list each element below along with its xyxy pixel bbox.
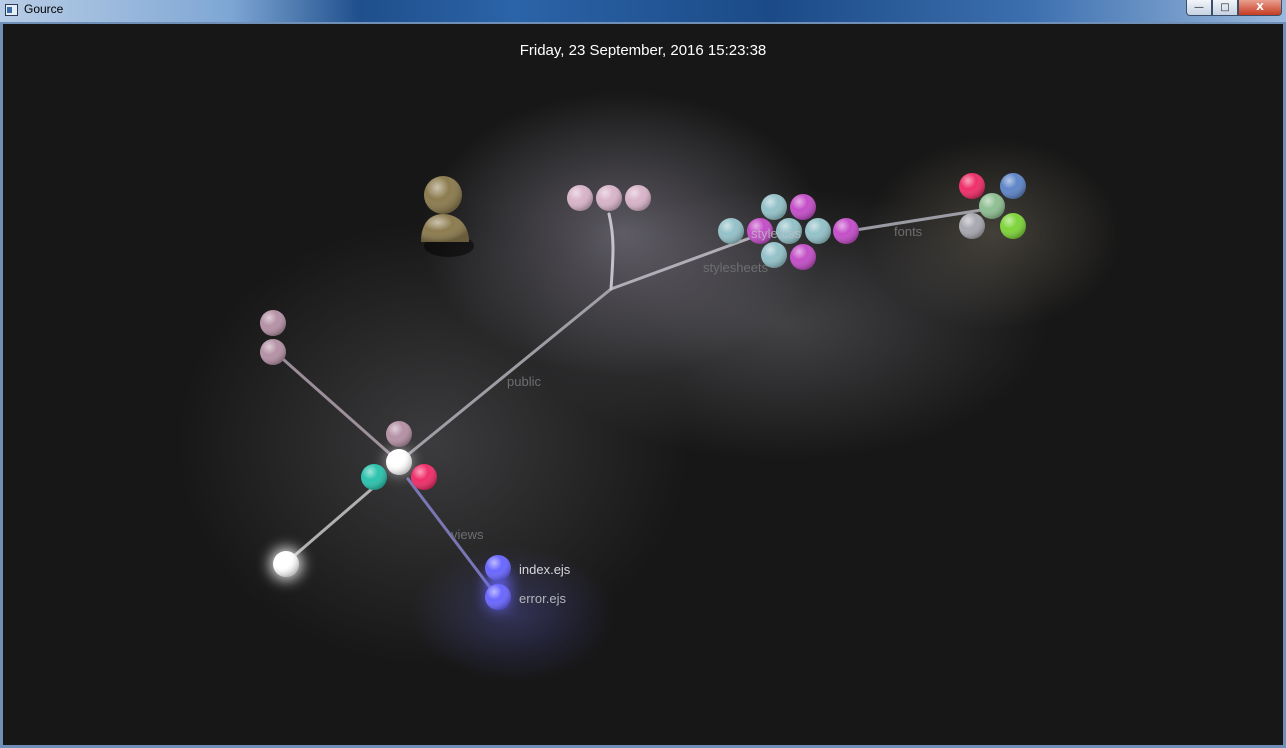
file-node <box>596 185 622 211</box>
white-file-node <box>273 551 299 577</box>
file-node <box>386 449 412 475</box>
file-label-error-ejs: error.ejs <box>519 591 566 606</box>
minimize-button[interactable]: — <box>1186 0 1212 16</box>
file-node <box>386 421 412 447</box>
branch-public-to-stylesheets <box>609 232 763 291</box>
window-controls: — □ X <box>1186 0 1282 17</box>
pink-file-cluster <box>567 185 651 211</box>
branch-public-to-pink-cluster <box>607 212 615 291</box>
file-node <box>790 244 816 270</box>
dir-label-public: public <box>507 374 541 389</box>
maximize-button[interactable]: □ <box>1212 0 1238 16</box>
left-file-cluster <box>260 310 286 365</box>
file-node <box>959 213 985 239</box>
file-node <box>805 218 831 244</box>
file-label-style-css: style.css <box>751 226 801 241</box>
file-node <box>361 464 387 490</box>
file-node <box>567 185 593 211</box>
file-node <box>776 218 802 244</box>
user-avatar-icon[interactable] <box>421 176 474 257</box>
timestamp-label: Friday, 23 September, 2016 15:23:38 <box>519 42 767 59</box>
gource-visualization-canvas[interactable]: Friday, 23 September, 2016 15:23:38 <box>3 24 1283 745</box>
file-node <box>625 185 651 211</box>
close-button[interactable]: X <box>1238 0 1282 16</box>
file-node <box>411 464 437 490</box>
file-node <box>761 242 787 268</box>
file-node <box>833 218 859 244</box>
file-node <box>1000 173 1026 199</box>
file-node <box>761 194 787 220</box>
gource-app-icon <box>5 4 18 16</box>
title-bar: Gource — □ X <box>0 0 1286 22</box>
file-node <box>747 218 773 244</box>
file-node-error-ejs <box>485 584 511 610</box>
file-node-index-ejs <box>485 555 511 581</box>
branch-root-to-views <box>406 477 500 600</box>
window-title: Gource <box>24 2 64 16</box>
file-node <box>260 310 286 336</box>
file-node <box>1000 213 1026 239</box>
file-node <box>959 173 985 199</box>
file-node <box>260 339 286 365</box>
fonts-file-cluster <box>959 173 1026 239</box>
views-file-cluster <box>485 555 511 610</box>
file-node <box>979 193 1005 219</box>
dir-label-fonts: fonts <box>894 224 923 239</box>
dir-label-stylesheets: stylesheets <box>703 260 769 275</box>
dir-label-views: views <box>451 527 484 542</box>
repository-tree: public stylesheets fonts views style.css… <box>260 173 1026 611</box>
branch-root-to-left-cluster <box>273 350 401 464</box>
file-node <box>718 218 744 244</box>
branch-root-to-white-file <box>285 485 376 564</box>
root-file-cluster <box>361 421 437 490</box>
file-node <box>790 194 816 220</box>
branch-stylesheets-to-fonts <box>841 207 990 234</box>
branch-root-to-public <box>397 287 613 464</box>
stylesheets-file-cluster <box>718 194 859 270</box>
file-label-index-ejs: index.ejs <box>519 562 571 577</box>
